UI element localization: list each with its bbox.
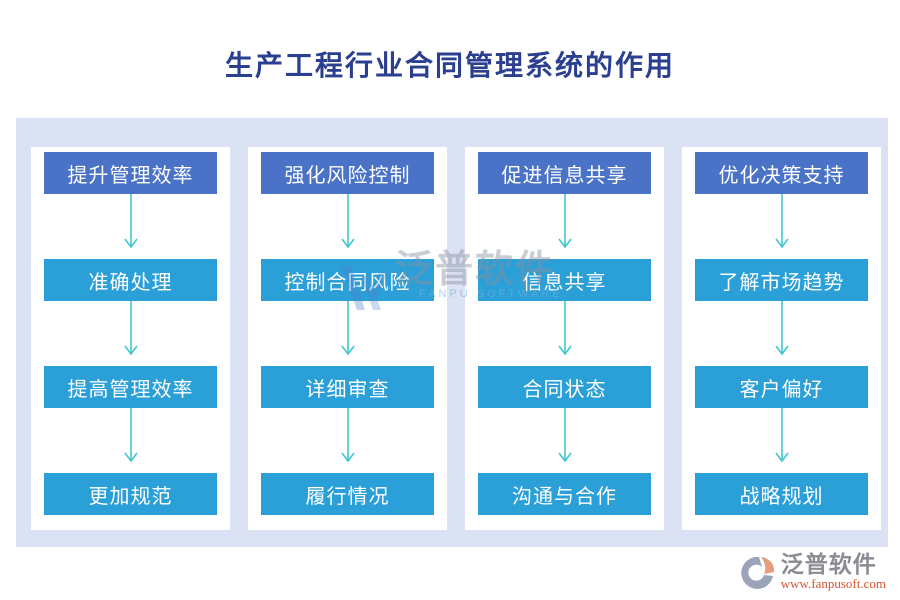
arrow-down-icon [123,301,138,356]
arrow-down-icon [774,301,789,356]
step-box: 了解市场趋势 [695,259,868,301]
column-header-box: 促进信息共享 [478,152,651,194]
column-panel-4: 优化决策支持 了解市场趋势 客户偏好 战略规划 [682,147,881,530]
arrow-down-icon [774,194,789,249]
step-box: 提高管理效率 [44,366,217,408]
fanpu-logo-icon [740,556,774,589]
column-header-box: 提升管理效率 [44,152,217,194]
step-box: 合同状态 [478,366,651,408]
column-header-box: 强化风险控制 [261,152,434,194]
page-title: 生产工程行业合同管理系统的作用 [224,51,675,82]
step-box: 详细审查 [261,366,434,408]
arrow-down-icon [123,408,138,463]
footer-logo: 泛普软件 www.fanpusoft.com [739,552,886,592]
arrow-down-icon [557,301,572,356]
column-header-box: 优化决策支持 [695,152,868,194]
column-panel-3: 促进信息共享 信息共享 合同状态 沟通与合作 [465,147,664,530]
arrow-down-icon [774,408,789,463]
arrow-down-icon [123,194,138,249]
step-box: 信息共享 [478,259,651,301]
arrow-down-icon [340,408,355,463]
step-box: 更加规范 [44,473,217,515]
footer-logo-name: 泛普软件 [780,552,877,577]
columns-container: 提升管理效率 准确处理 提高管理效率 更加规范 强化风险控制 控制合同风险 详细… [16,118,888,530]
step-box: 战略规划 [695,473,868,515]
arrow-down-icon [557,408,572,463]
step-box: 准确处理 [44,259,217,301]
column-panel-1: 提升管理效率 准确处理 提高管理效率 更加规范 [31,147,230,530]
arrow-down-icon [340,301,355,356]
diagram-board: 提升管理效率 准确处理 提高管理效率 更加规范 强化风险控制 控制合同风险 详细… [16,118,888,547]
arrow-down-icon [557,194,572,249]
footer-logo-url: www.fanpusoft.com [780,576,886,592]
step-box: 沟通与合作 [478,473,651,515]
arrow-down-icon [340,194,355,249]
step-box: 控制合同风险 [261,259,434,301]
step-box: 客户偏好 [695,366,868,408]
step-box: 履行情况 [261,473,434,515]
column-panel-2: 强化风险控制 控制合同风险 详细审查 履行情况 [248,147,447,530]
